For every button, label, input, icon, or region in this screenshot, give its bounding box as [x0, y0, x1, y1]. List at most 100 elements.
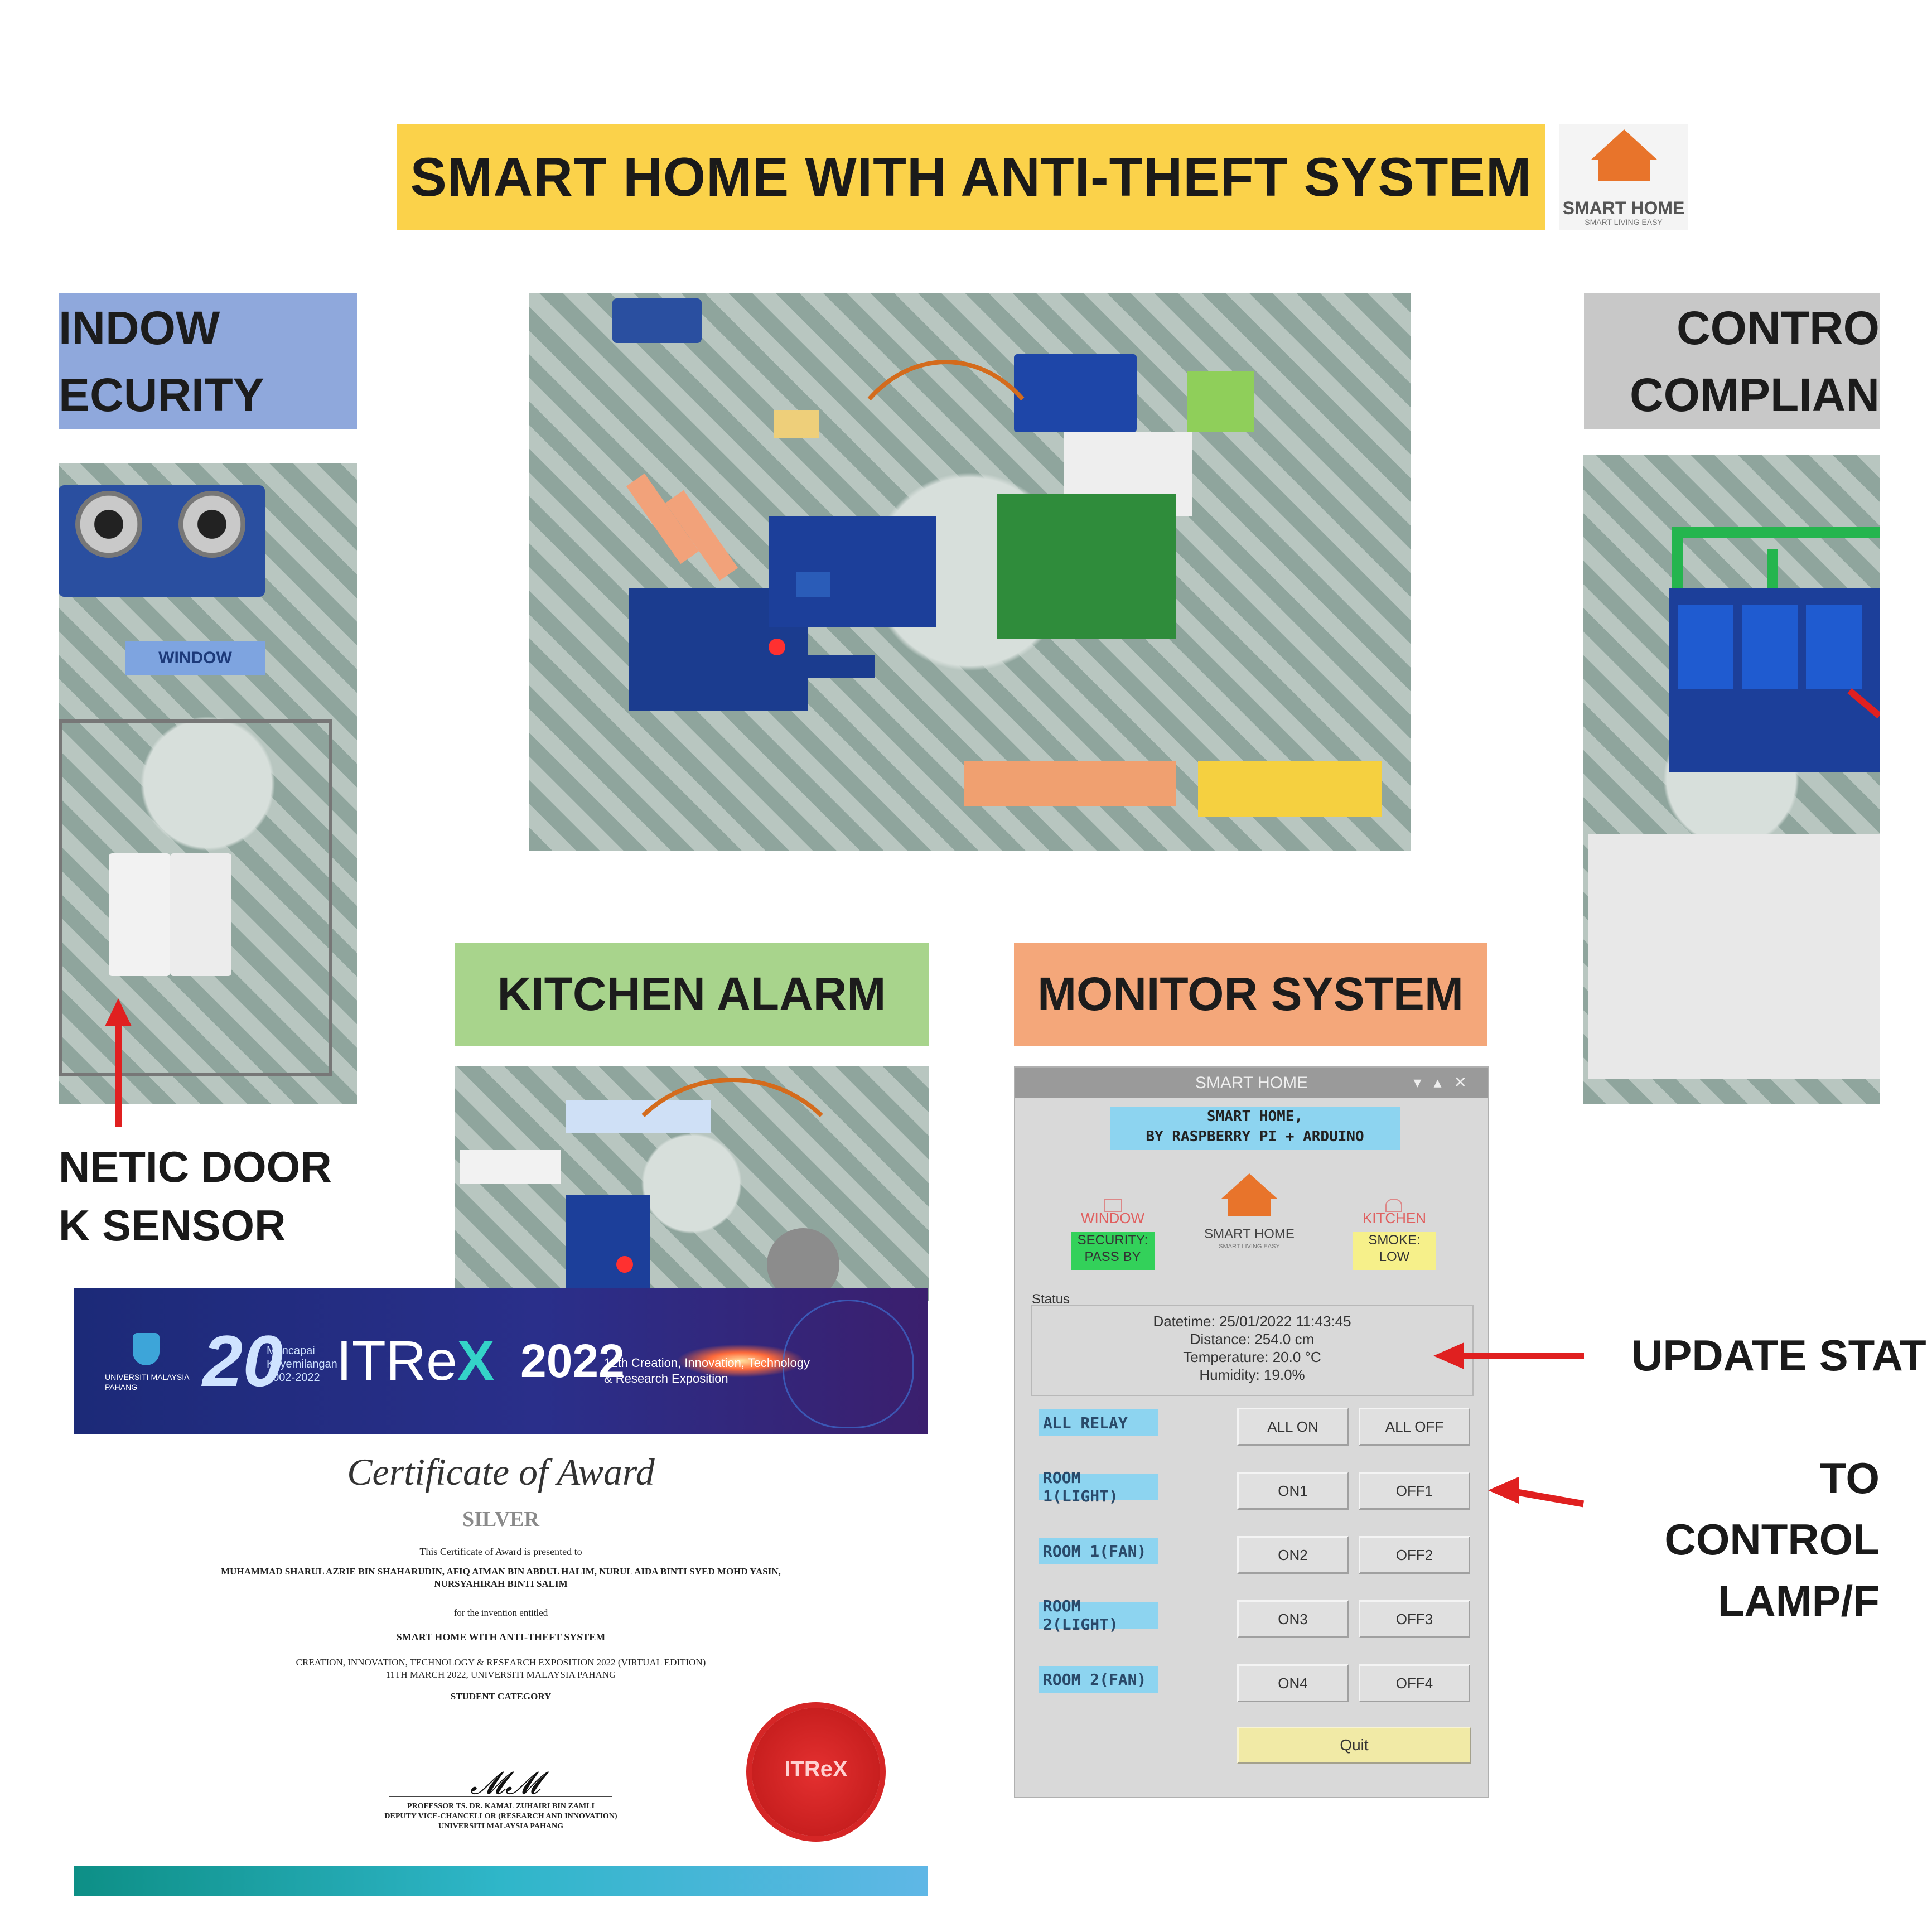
status-temperature: Temperature: 20.0 °C [1183, 1349, 1321, 1365]
led-block [1187, 371, 1254, 432]
window-icon [1104, 1199, 1122, 1212]
certificate-of-award: UNIVERSITI MALAYSIA PAHANG 20 Mencapai K… [74, 1288, 928, 1896]
relay-label-room2-light: ROOM 2(LIGHT) [1039, 1597, 1158, 1634]
sensor-tag [774, 410, 819, 438]
desc-line2: & Research Exposition [604, 1371, 728, 1385]
gui-title-bar[interactable]: SMART HOME [1015, 1068, 1488, 1098]
gui-heading: SMART HOME, BY RASPBERRY PI + ARDUINO [1110, 1107, 1400, 1150]
invention-intro: for the invention entitled [453, 1607, 548, 1618]
caption-line2: K SENSOR [59, 1201, 286, 1250]
kitchen-alarm-label: KITCHEN ALARM [455, 943, 929, 1046]
page-title: SMART HOME WITH ANTI-THEFT SYSTEM [397, 124, 1545, 230]
on3-button[interactable]: ON3 [1237, 1600, 1349, 1638]
control-caption-line2: LAMP/F [1717, 1576, 1880, 1625]
logo-text: SMART HOME [1562, 198, 1685, 218]
kitchen-icon [1385, 1199, 1402, 1212]
badge-line1: SMOKE: [1368, 1233, 1421, 1248]
window-col-title: WINDOW [1080, 1210, 1145, 1226]
minimize-icon[interactable]: ▾ [1413, 1074, 1434, 1091]
door-sensor-caption: NETIC DOOR K SENSOR [59, 1138, 332, 1255]
project-label-tag [964, 761, 1176, 806]
badge-line2: LOW [1379, 1249, 1410, 1264]
control-label-line1: CONTRO [1677, 301, 1880, 354]
kitchen-col-title: KITCHEN [1362, 1210, 1427, 1226]
signer-line3: UNIVERSITI MALAYSIA PAHANG [438, 1822, 564, 1830]
signer-line2: DEPUTY VICE-CHANCELLOR (RESEARCH AND INN… [384, 1812, 617, 1820]
off3-button[interactable]: OFF3 [1359, 1600, 1470, 1638]
on4-button[interactable]: ON4 [1237, 1664, 1349, 1702]
green-wire-drop2 [1767, 549, 1778, 588]
off4-button[interactable]: OFF4 [1359, 1664, 1470, 1702]
off1-button[interactable]: OFF1 [1359, 1472, 1470, 1510]
quit-button[interactable]: Quit [1237, 1727, 1471, 1764]
sensor-wires [605, 1078, 859, 1301]
gui-logo-tagline: SMART LIVING EASY [1219, 1243, 1280, 1250]
breadboard [1588, 834, 1880, 1079]
certificate-footer [74, 1866, 928, 1896]
ai-head-graphic [783, 1300, 914, 1428]
window-security-label: INDOW ECURITY [59, 293, 357, 429]
itrex-description: 12th Creation, Innovation, Technology & … [604, 1355, 810, 1387]
itrex-year: 2022 [520, 1335, 625, 1387]
badge-line2: PASS BY [1084, 1249, 1141, 1264]
event-line2: 11TH MARCH 2022, UNIVERSITI MALAYSIA PAH… [385, 1669, 616, 1680]
window-security-badge: SECURITY: PASS BY [1071, 1232, 1155, 1270]
window-sensor-photo: WINDOW [59, 463, 357, 1104]
invention-title: SMART HOME WITH ANTI-THEFT SYSTEM [396, 1631, 606, 1643]
signature: 𝓜𝓜 [470, 1765, 540, 1801]
window-tag: WINDOW [125, 641, 265, 675]
presented-text: This Certificate of Award is presented t… [419, 1546, 582, 1557]
control-label-line2: COMPLIAN [1630, 368, 1880, 421]
relay-label-room1-light: ROOM 1(LIGHT) [1039, 1469, 1158, 1505]
signature-line [389, 1796, 612, 1797]
event-details: CREATION, INNOVATION, TECHNOLOGY & RESEA… [74, 1656, 928, 1681]
event-line1: CREATION, INNOVATION, TECHNOLOGY & RESEA… [296, 1657, 706, 1668]
award-level: SILVER [462, 1508, 539, 1531]
window-label-line2: ECURITY [59, 368, 264, 421]
university-crest-icon [133, 1333, 160, 1365]
heading-line1: SMART HOME, [1206, 1108, 1303, 1125]
on2-button[interactable]: ON2 [1237, 1536, 1349, 1574]
names-line2: NURSYAHIRAH BINTI SALIM [434, 1578, 568, 1589]
arrow-head-icon [1488, 1477, 1519, 1504]
gui-logo-text: SMART HOME [1204, 1226, 1295, 1242]
certificate-title: Certificate of Award [347, 1451, 655, 1493]
award-category: STUDENT CATEGORY [450, 1691, 552, 1702]
relay-3 [1806, 605, 1862, 689]
close-icon[interactable]: ✕ [1453, 1074, 1479, 1091]
magnetic-sensor-right [170, 853, 231, 976]
window-frame [59, 719, 332, 1076]
names-line1: MUHAMMAD SHARUL AZRIE BIN SHAHARUDIN, AF… [221, 1566, 781, 1577]
control-caption-line1: TO CONTROL [1664, 1453, 1880, 1564]
all-off-button[interactable]: ALL OFF [1359, 1408, 1470, 1446]
control-arrow [1516, 1489, 1585, 1508]
desc-line1: 12th Creation, Innovation, Technology [604, 1356, 810, 1370]
smart-home-gui-window: SMART HOME ▾▴✕ SMART HOME, BY RASPBERRY … [1014, 1066, 1489, 1798]
recipient-names: MUHAMMAD SHARUL AZRIE BIN SHAHARUDIN, AF… [74, 1566, 928, 1590]
on1-button[interactable]: ON1 [1237, 1472, 1349, 1510]
prototype-board-photo [529, 293, 1411, 851]
kitchen-smoke-badge: SMOKE: LOW [1353, 1232, 1436, 1270]
signer-details: PROFESSOR TS. DR. KAMAL ZUHAIRI BIN ZAML… [74, 1801, 928, 1832]
temperature-tag [460, 1150, 561, 1184]
update-status-caption: UPDATE STAT [1631, 1331, 1926, 1380]
logo-tagline: SMART LIVING EASY [1585, 218, 1663, 226]
itrex-seal [752, 1708, 880, 1836]
all-on-button[interactable]: ALL ON [1237, 1408, 1349, 1446]
house-roof-icon [1221, 1173, 1277, 1199]
off2-button[interactable]: OFF2 [1359, 1536, 1470, 1574]
kitchen-sensor-photo [455, 1066, 929, 1301]
arrow-head-icon [105, 998, 132, 1026]
status-humidity: Humidity: 19.0% [1199, 1366, 1305, 1383]
monitor-system-label: MONITOR SYSTEM [1014, 943, 1487, 1046]
green-wire-drop1 [1672, 527, 1683, 588]
itrex-brand-x: X [457, 1330, 495, 1392]
house-roof-icon [1591, 129, 1658, 160]
control-appliance-label: CONTRO COMPLIAN [1584, 293, 1880, 429]
caption-line1: NETIC DOOR [59, 1142, 332, 1191]
anniversary-number: 20 [202, 1320, 283, 1402]
sensor-eye-left [75, 491, 142, 558]
status-datetime: Datetime: 25/01/2022 11:43:45 [1153, 1313, 1351, 1330]
maximize-icon[interactable]: ▴ [1433, 1074, 1454, 1091]
info-label-tag [1198, 761, 1382, 817]
